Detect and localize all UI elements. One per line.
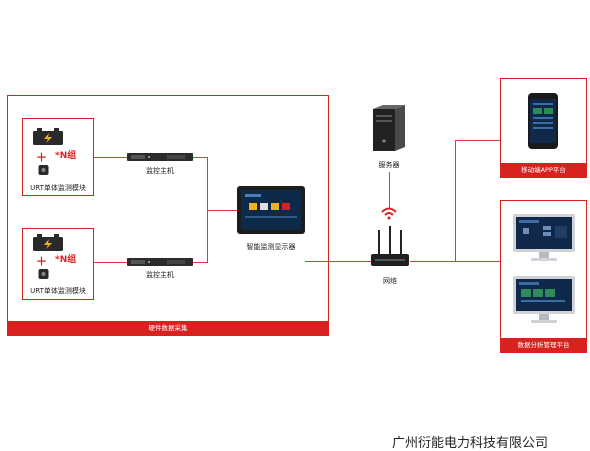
monitoring-host-label: 监控主机	[146, 167, 174, 175]
battery-icon	[33, 128, 63, 145]
battery-icon	[33, 234, 63, 251]
urt-module-label: URT单体监测模块	[30, 184, 86, 192]
monitoring-host-icon	[127, 153, 193, 161]
router-label: 网络	[383, 277, 397, 285]
plus-sign: ＋	[36, 151, 47, 164]
connector-line	[305, 261, 371, 262]
urt-module-label: URT单体监测模块	[30, 287, 86, 295]
smart-display-label: 智能监测显示器	[246, 243, 296, 251]
urt-group-bottom	[22, 228, 94, 300]
hardware-section-label: 硬件数据采集	[7, 321, 329, 336]
server-icon	[373, 105, 405, 151]
connector-line	[455, 140, 456, 262]
plus-sign: ＋	[36, 255, 47, 268]
connector-line	[193, 262, 207, 263]
server-label: 服务器	[378, 161, 400, 169]
connector-line	[94, 157, 127, 158]
smart-display-icon	[237, 186, 305, 234]
wifi-icon	[381, 207, 397, 220]
desktop-monitor-icon	[513, 214, 575, 261]
company-name: 广州衍能电力科技有限公司	[392, 436, 549, 451]
mobile-platform-label: 移动端APP平台	[500, 163, 587, 178]
urt-group-top	[22, 118, 94, 196]
desktop-monitor-icon	[513, 276, 575, 323]
urt-module-icon	[38, 269, 49, 279]
monitoring-host-icon	[127, 258, 193, 266]
analysis-platform-label: 数据分析管理平台	[500, 338, 587, 353]
n-group-label: *N组	[55, 255, 77, 265]
connector-line	[94, 262, 127, 263]
connector-line	[455, 140, 500, 141]
smartphone-icon	[528, 93, 558, 149]
connector-line	[207, 210, 237, 211]
connector-line	[455, 261, 500, 262]
router-icon	[371, 226, 409, 266]
connector-line	[389, 172, 390, 208]
connector-line	[410, 261, 455, 262]
n-group-label: *N组	[55, 151, 77, 161]
monitoring-host-label: 监控主机	[146, 271, 174, 279]
urt-module-icon	[38, 165, 49, 175]
connector-line	[193, 157, 207, 158]
